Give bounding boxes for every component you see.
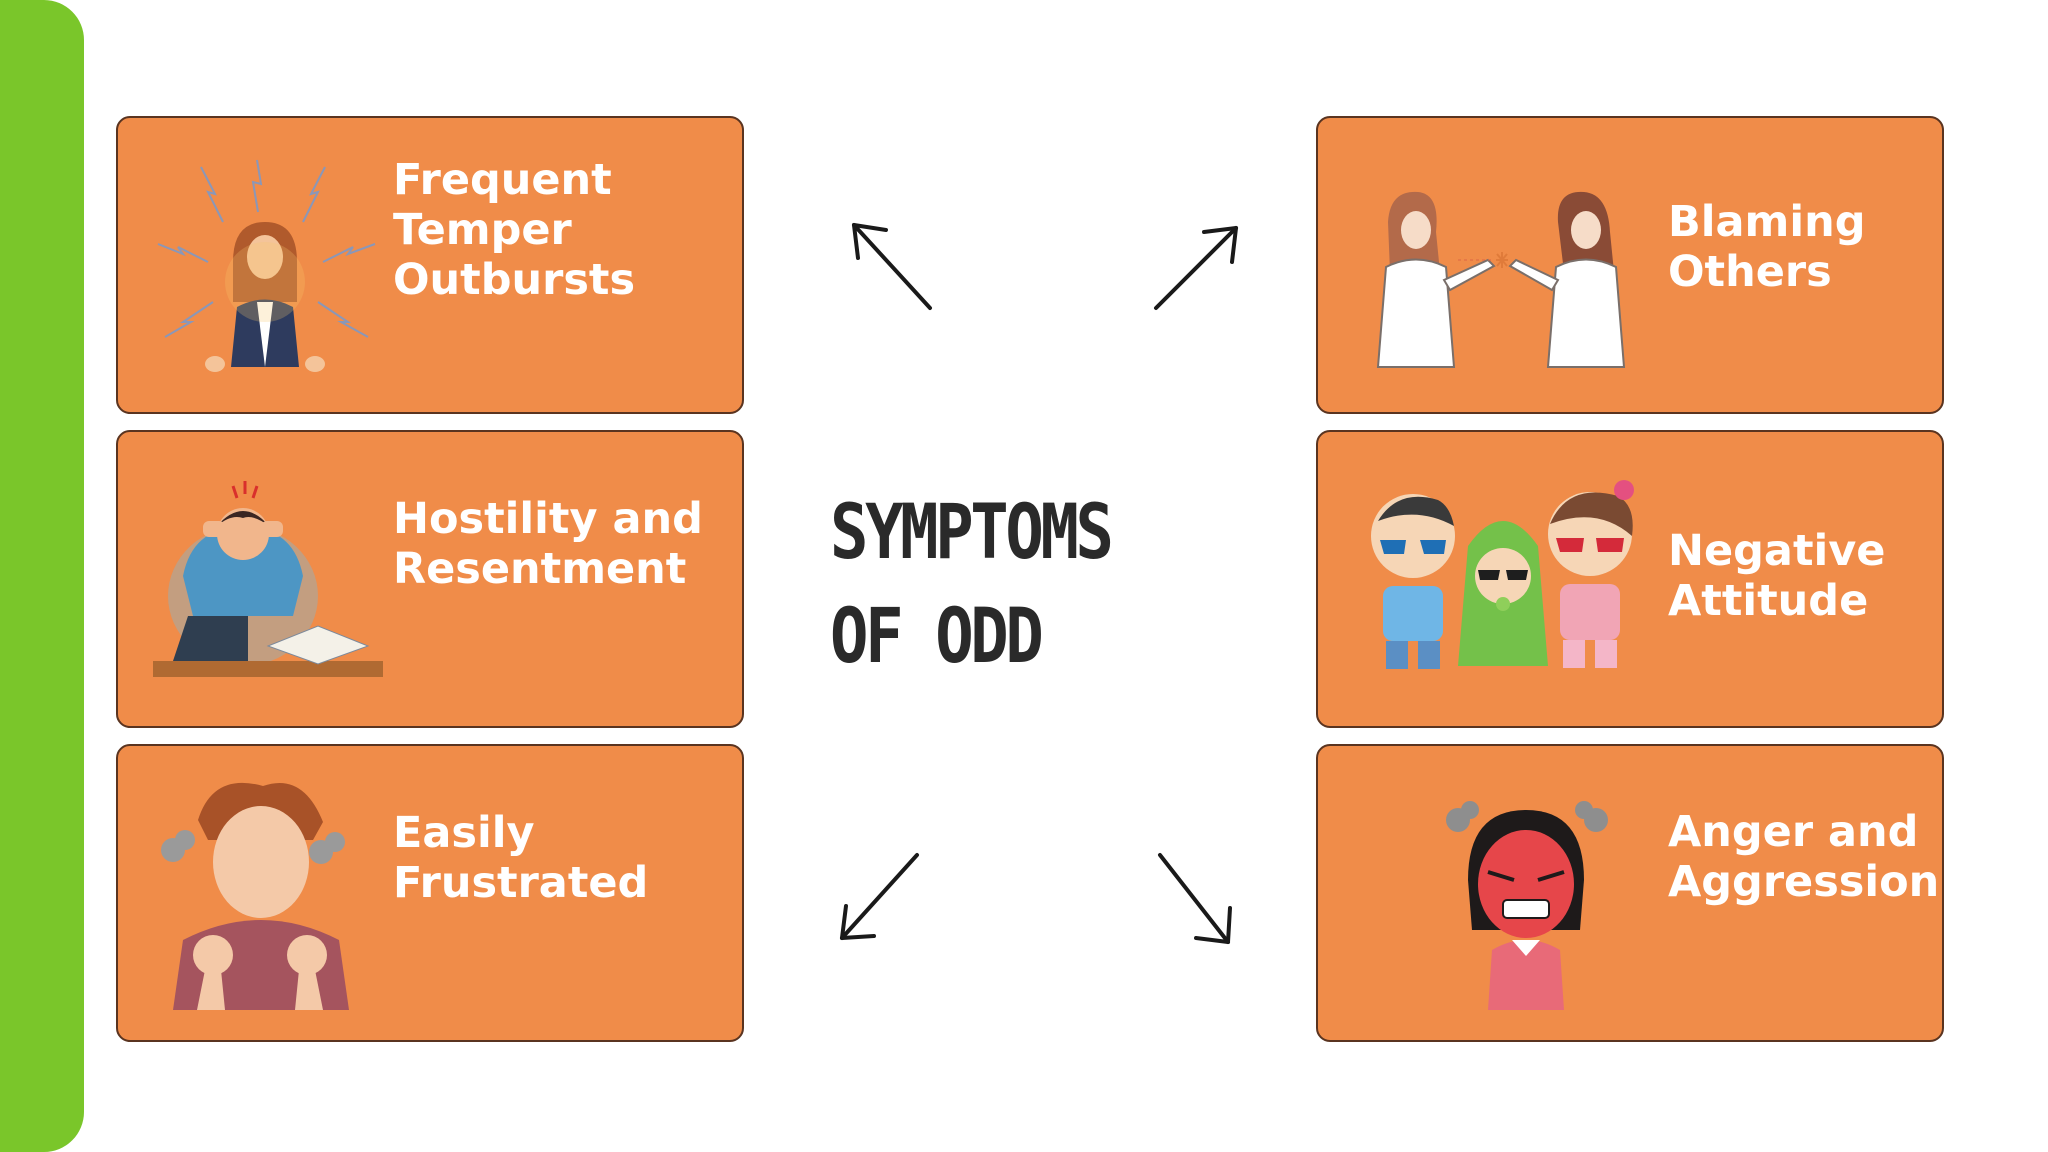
arrow-up-right-icon [1154,226,1238,310]
card-label: Anger and Aggression [1668,807,1940,907]
frustrated-man-laptop-icon [153,481,383,677]
card-label: Easily Frustrated [393,808,649,908]
angry-girl-icon [1446,801,1608,1010]
card-anger-aggression: Anger and Aggression [1316,744,1944,1042]
card-frequent-temper-outbursts: Frequent Temper Outbursts [116,116,744,414]
arrow-down-right-icon [1158,853,1232,944]
arrow-up-left-icon [852,223,932,310]
diagram-title: SYMPTOMS OF ODD [830,480,1166,688]
sulking-kids-sunglasses-icon [1371,480,1634,669]
title-line-1: SYMPTOMS [830,487,1114,576]
card-label: Negative Attitude [1668,526,1886,626]
card-label: Hostility and Resentment [393,494,703,594]
women-pointing-icon [1376,191,1626,368]
card-blaming-others: Blaming Others [1316,116,1944,414]
card-label: Frequent Temper Outbursts [393,155,636,305]
card-negative-attitude: Negative Attitude [1316,430,1944,728]
accent-bar [0,0,84,1152]
card-easily-frustrated: Easily Frustrated [116,744,744,1042]
stressed-woman-lightning-icon [157,159,376,372]
title-line-2: OF ODD [830,591,1044,680]
card-hostility-resentment: Hostility and Resentment [116,430,744,728]
arrow-down-left-icon [840,853,919,940]
steaming-man-fists-icon [161,782,349,1010]
card-label: Blaming Others [1668,197,1866,297]
